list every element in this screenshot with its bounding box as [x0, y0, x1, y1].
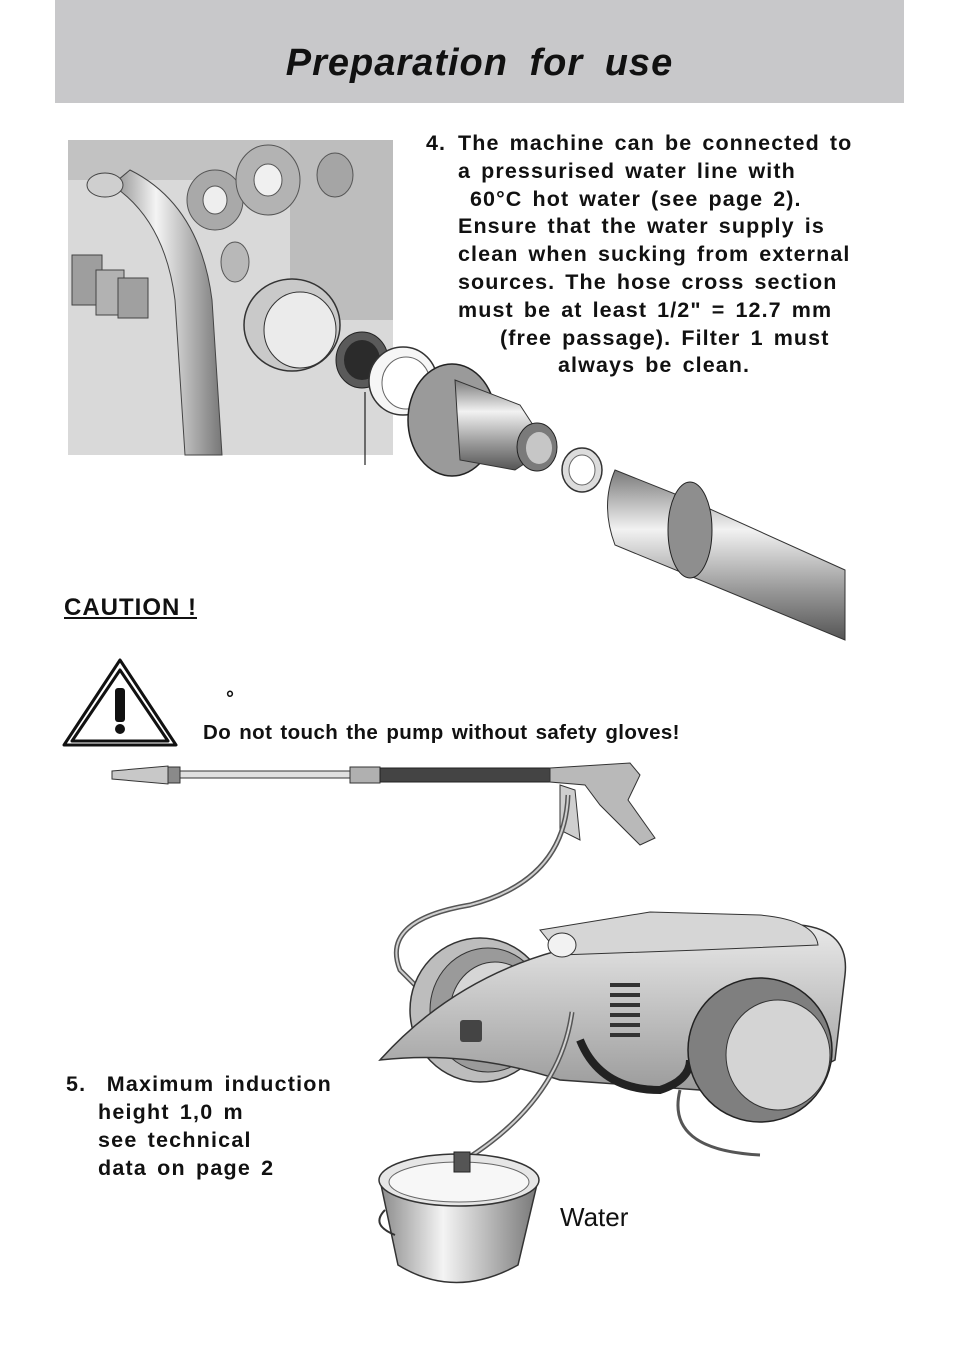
- step-4-number: 4.: [426, 131, 447, 155]
- caution-heading: CAUTION !: [64, 594, 197, 621]
- step-5-line: see technical: [98, 1128, 252, 1152]
- step-5-line: 5. Maximum induction: [66, 1070, 332, 1098]
- water-label: Water: [560, 1202, 629, 1232]
- pump-inlet-illustration: [68, 140, 393, 456]
- step-4-line: sources. The hose cross section: [458, 269, 838, 294]
- step-5-text: Maximum induction: [106, 1072, 332, 1096]
- step-5-instructions: 5. Maximum induction height 1,0 m see te…: [66, 1070, 332, 1182]
- step-4-line: (free passage). Filter 1 must: [500, 325, 830, 350]
- degree-mark: °: [226, 688, 234, 710]
- step-5-number: 5.: [66, 1072, 87, 1096]
- pressure-washer-illustration: [378, 911, 847, 1123]
- page-header: Preparation for use: [55, 0, 904, 103]
- step-5-line: height 1,0 m: [98, 1100, 244, 1124]
- step-5-line: data on page 2: [98, 1156, 275, 1180]
- spray-gun-illustration: [111, 762, 656, 846]
- hose-connector-exploded: [243, 278, 846, 641]
- step-4-line: The machine can be connected to: [458, 131, 853, 155]
- step-4-line: clean when sucking from external: [458, 242, 851, 267]
- step-4-line: a pressurised water line with: [458, 158, 796, 183]
- step-4-instructions: 4. The machine can be connected to a pre…: [426, 130, 896, 380]
- page-title: Preparation for use: [285, 42, 674, 84]
- warning-triangle-icon: [62, 658, 178, 747]
- safety-gloves-warning: Do not touch the pump without safety glo…: [203, 721, 680, 744]
- step-4-line: Ensure that the water supply is: [458, 214, 825, 239]
- step-4-line: always be clean.: [558, 353, 751, 378]
- step-4-line: must be at least 1/2" = 12.7 mm: [458, 297, 833, 322]
- step-4-line: 60°C hot water (see page 2).: [470, 186, 802, 211]
- water-bucket-illustration: [378, 1151, 540, 1284]
